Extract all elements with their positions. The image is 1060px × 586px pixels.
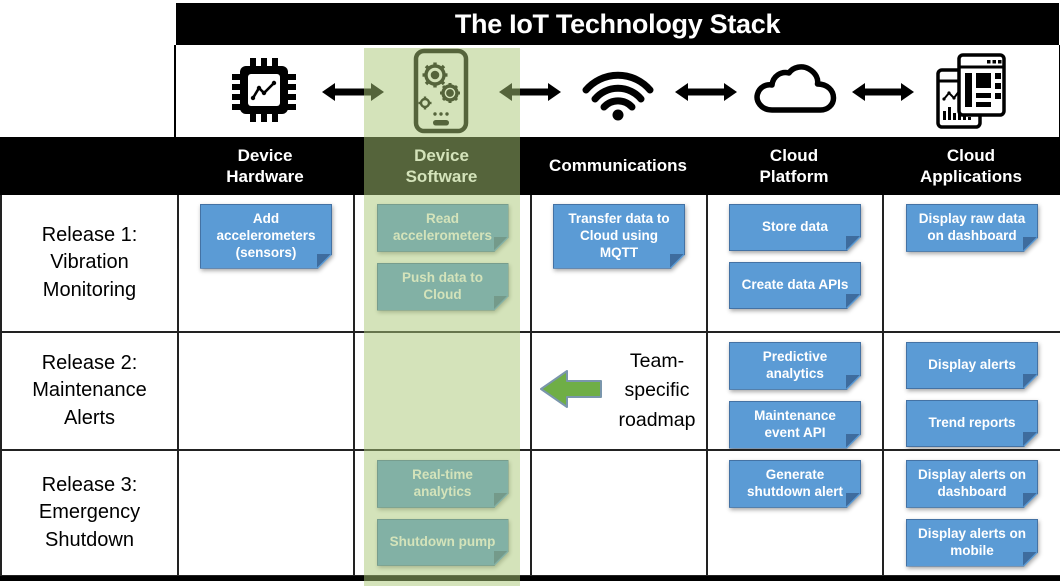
task-sticker: Store data <box>729 204 861 251</box>
task-sticker: Display alerts <box>906 342 1038 389</box>
task-sticker: Display alerts on mobile <box>906 519 1038 567</box>
double-arrow-icon <box>852 81 914 108</box>
header-device-software: Device Software <box>405 145 478 186</box>
cell-r3-cloud-platform: Generate shutdown alert <box>708 451 884 577</box>
cell-r1-device-hardware: Add accelerometers (sensors) <box>179 195 355 333</box>
cell-r2-device-software <box>355 333 532 451</box>
cell-r3-device-hardware <box>179 451 355 577</box>
header-cell-releases <box>0 137 177 195</box>
task-sticker: Predictive analytics <box>729 342 861 390</box>
header-cloud-applications: Cloud Applications <box>919 145 1022 186</box>
page-title: The IoT Technology Stack <box>454 8 781 39</box>
task-sticker: Real-time analytics <box>377 460 509 508</box>
roadmap-note: Team- specific roadmap <box>618 350 696 431</box>
header-communications: Communications <box>549 156 687 176</box>
double-arrow-icon <box>675 81 737 108</box>
cell-r1-cloud-applications: Display raw data on dashboard <box>884 195 1060 333</box>
row-label-release-3: Release 3: Emergency Shutdown <box>38 473 141 551</box>
icon-strip <box>174 45 1060 137</box>
cell-r1-communications: Transfer data to Cloud using MQTT <box>532 195 708 333</box>
row-label-cell: Release 3: Emergency Shutdown <box>2 451 179 577</box>
cell-r1-cloud-platform: Store data Create data APIs <box>708 195 884 333</box>
task-sticker: Add accelerometers (sensors) <box>200 204 332 269</box>
row-label-release-2: Release 2: Maintenance Alerts <box>32 351 147 429</box>
row-label-release-1: Release 1: Vibration Monitoring <box>41 223 138 301</box>
cell-r2-communications: Team- specific roadmap <box>532 333 708 451</box>
task-sticker: Shutdown pump <box>377 519 509 566</box>
cell-r3-device-software: Real-time analytics Shutdown pump <box>355 451 532 577</box>
task-sticker: Display alerts on dashboard <box>906 460 1038 508</box>
row-label-cell: Release 1: Vibration Monitoring <box>2 195 179 333</box>
cell-r2-device-hardware <box>179 333 355 451</box>
cell-r2-cloud-applications: Display alerts Trend reports <box>884 333 1060 451</box>
double-arrow-icon <box>322 81 384 108</box>
task-sticker: Trend reports <box>906 400 1038 447</box>
cell-r3-cloud-applications: Display alerts on dashboard Display aler… <box>884 451 1060 577</box>
task-sticker: Generate shutdown alert <box>729 460 861 508</box>
cell-r1-device-software: Read accelerometers Push data to Cloud <box>355 195 532 333</box>
cloud-icon <box>752 63 838 124</box>
task-sticker: Maintenance event API <box>729 401 861 449</box>
task-sticker: Read accelerometers <box>377 204 509 252</box>
task-sticker: Display raw data on dashboard <box>906 204 1038 252</box>
row-label-cell: Release 2: Maintenance Alerts <box>2 333 179 451</box>
wifi-icon <box>578 60 658 127</box>
double-arrow-icon <box>499 81 561 108</box>
roadmap-table: Release 1: Vibration Monitoring Add acce… <box>0 195 1060 577</box>
task-sticker: Create data APIs <box>729 262 861 309</box>
chip-icon <box>231 57 297 128</box>
title-bar: The IoT Technology Stack <box>176 3 1059 45</box>
dashboard-windows-icon <box>935 52 1007 135</box>
cell-r3-communications <box>532 451 708 577</box>
column-header-row: Device Hardware Device Software Communic… <box>0 137 1060 195</box>
bottom-border-bar <box>0 576 1060 581</box>
cell-r2-cloud-platform: Predictive analytics Maintenance event A… <box>708 333 884 451</box>
task-sticker: Push data to Cloud <box>377 263 509 311</box>
header-cloud-platform: Cloud Platform <box>759 145 829 186</box>
task-sticker: Transfer data to Cloud using MQTT <box>553 204 685 269</box>
phone-gears-icon <box>413 48 469 139</box>
header-device-hardware: Device Hardware <box>226 145 304 186</box>
roadmap-left-arrow-icon <box>540 369 602 414</box>
